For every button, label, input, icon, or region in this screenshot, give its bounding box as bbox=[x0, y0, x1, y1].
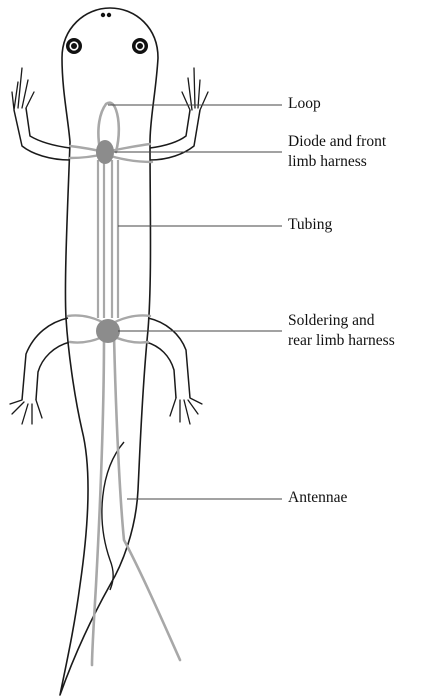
label-soldering-line2: rear limb harness bbox=[288, 331, 395, 351]
label-tubing-text: Tubing bbox=[288, 215, 332, 235]
eye-right bbox=[132, 38, 148, 54]
soldering-nodule bbox=[96, 319, 120, 343]
label-antennae: Antennae bbox=[288, 488, 347, 508]
label-loop-text: Loop bbox=[288, 94, 321, 114]
label-diode: Diode and front limb harness bbox=[288, 132, 386, 172]
tubing bbox=[98, 160, 118, 318]
label-antennae-text: Antennae bbox=[288, 488, 347, 508]
label-diode-line1: Diode and front bbox=[288, 132, 386, 152]
front-left-limb bbox=[14, 108, 70, 160]
label-diode-line2: limb harness bbox=[288, 152, 386, 172]
rear-left-foot bbox=[10, 400, 42, 424]
diode-nodule bbox=[96, 140, 114, 164]
front-right-hand bbox=[182, 68, 208, 110]
eye-left bbox=[66, 38, 82, 54]
front-left-hand bbox=[12, 68, 34, 110]
antennae bbox=[92, 336, 180, 665]
label-tubing: Tubing bbox=[288, 215, 332, 235]
rear-right-foot bbox=[170, 398, 202, 424]
label-soldering-line1: Soldering and bbox=[288, 311, 395, 331]
salamander-body-outline bbox=[60, 8, 158, 695]
nostril-left bbox=[101, 13, 105, 17]
nostril-right bbox=[107, 13, 111, 17]
label-soldering: Soldering and rear limb harness bbox=[288, 311, 395, 351]
rear-left-limb bbox=[22, 318, 70, 400]
rear-right-limb bbox=[146, 318, 190, 398]
label-loop: Loop bbox=[288, 94, 321, 114]
